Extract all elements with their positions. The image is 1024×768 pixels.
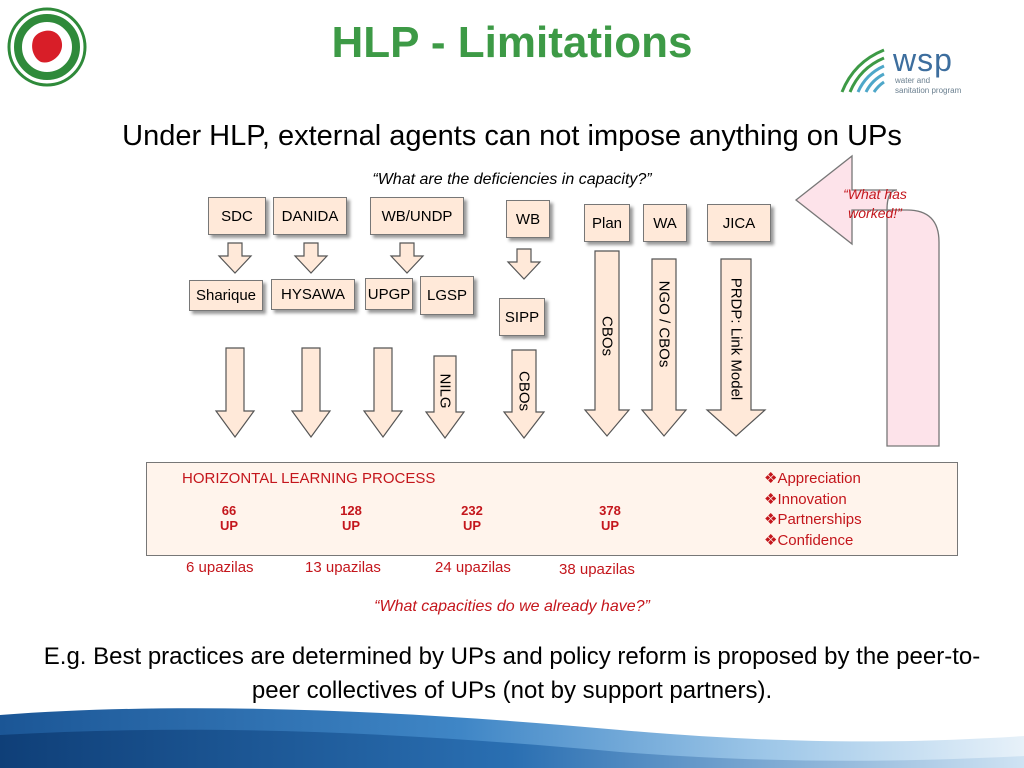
- benefit-item: ❖Innovation: [764, 490, 847, 508]
- arrow-wb-sipp: [506, 248, 542, 280]
- hlp-benefits-list: ❖Appreciation ❖Innovation ❖Partnerships …: [764, 469, 862, 551]
- partner-jica: JICA: [707, 204, 771, 242]
- arrow-cbos-plan: [583, 250, 631, 437]
- arrow-nilg: [424, 355, 466, 440]
- arrow-ngo-cbos: [640, 258, 688, 437]
- program-hysawa: HYSAWA: [271, 279, 355, 310]
- stage-2-upazilas: 13 upazilas: [305, 559, 381, 576]
- arrow-sharique-hlp: [214, 347, 256, 439]
- arrow-label-cbos-wb: CBOs: [515, 370, 533, 412]
- program-upgp: UPGP: [365, 278, 413, 310]
- program-lgsp: LGSP: [420, 276, 474, 315]
- wsp-logo-subtitle: water and sanitation program: [895, 76, 962, 95]
- program-sipp: SIPP: [499, 298, 545, 336]
- benefit-item: ❖Confidence: [764, 531, 854, 549]
- stage-1-upazilas: 6 upazilas: [186, 559, 254, 576]
- arrow-prdp: [705, 258, 767, 437]
- what-worked-big-arrow: [794, 154, 940, 447]
- program-sharique: Sharique: [189, 280, 263, 311]
- long-down-arrows: [214, 250, 767, 440]
- bangladesh-government-seal-icon: [7, 7, 87, 87]
- hlp-panel: [146, 462, 958, 556]
- bottom-wave-decoration: [0, 708, 1024, 768]
- arrow-upgp-hlp: [362, 347, 404, 439]
- arrow-wbundp-upgp: [389, 242, 425, 274]
- question-top: “What are the deficiencies in capacity?”: [372, 171, 652, 188]
- partner-danida: DANIDA: [273, 197, 347, 235]
- stage-4-upazilas: 38 upazilas: [559, 561, 635, 578]
- partner-wa: WA: [643, 204, 687, 242]
- slide-title: HLP - Limitations: [331, 18, 693, 67]
- arrow-label-ngo-cbos: NGO / CBOs: [655, 280, 673, 368]
- small-down-arrows: [217, 242, 542, 280]
- question-bottom: “What capacities do we already have?”: [374, 598, 650, 615]
- arrow-sdc-sharique: [217, 242, 253, 274]
- arrow-danida-hysawa: [293, 242, 329, 274]
- arrow-hysawa-hlp: [290, 347, 332, 439]
- partner-wb-undp: WB/UNDP: [370, 197, 464, 235]
- arrow-label-prdp: PRDP: Link Model: [727, 277, 745, 401]
- benefit-item: ❖Appreciation: [764, 470, 861, 487]
- partner-wb: WB: [506, 200, 550, 238]
- what-worked-label: “What has worked!”: [843, 186, 907, 221]
- arrow-label-cbos-plan: CBOs: [598, 315, 616, 357]
- footer-note: E.g. Best practices are determined by UP…: [43, 643, 981, 704]
- slide-subtitle: Under HLP, external agents can not impos…: [122, 120, 902, 152]
- benefit-item: ❖Partnerships: [764, 511, 862, 528]
- stage-3-upazilas: 24 upazilas: [435, 559, 511, 576]
- hlp-title: HORIZONTAL LEARNING PROCESS: [182, 470, 436, 487]
- wsp-logo-word: wsp: [893, 42, 953, 78]
- partner-sdc: SDC: [208, 197, 266, 235]
- arrow-cbos-wb: [502, 349, 546, 439]
- wsp-logo-icon: [840, 48, 885, 93]
- arrow-label-nilg: NILG: [436, 373, 454, 409]
- partner-plan: Plan: [584, 204, 630, 242]
